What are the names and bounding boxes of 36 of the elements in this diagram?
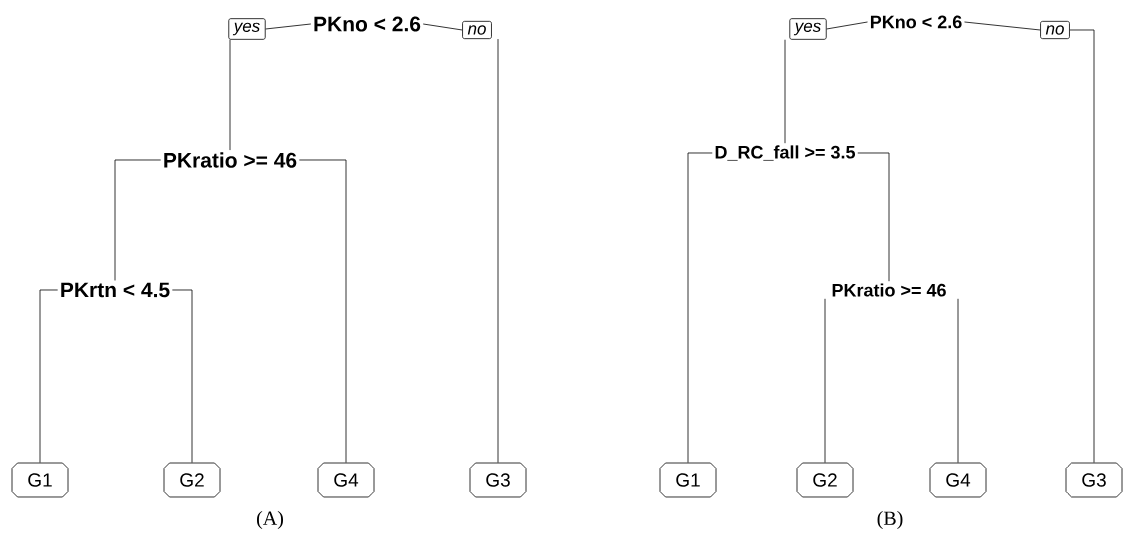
leaf-node: G4 xyxy=(929,462,987,498)
branch-line xyxy=(687,152,713,463)
branch-line xyxy=(957,298,959,463)
branch-line xyxy=(826,21,868,30)
split-label: PKratio >= 46 xyxy=(832,283,946,297)
panel-caption: (A) xyxy=(257,510,283,530)
branch-line xyxy=(39,289,59,463)
branch-box: yes xyxy=(789,18,827,40)
split-label: D_RC_fall >= 3.5 xyxy=(715,145,856,161)
leaf-node: G1 xyxy=(11,462,69,498)
leaf-node: G2 xyxy=(163,462,221,498)
leaf-node: G3 xyxy=(469,462,527,498)
leaf-node: G1 xyxy=(659,462,717,498)
branch-line xyxy=(824,298,826,463)
branch-box: no xyxy=(462,20,492,40)
split-label: PKratio >= 46 xyxy=(164,152,297,168)
leaf-node: G3 xyxy=(1065,462,1123,498)
leaf-node: G4 xyxy=(317,462,375,498)
branch-line xyxy=(964,21,1041,31)
branch-box: yes xyxy=(228,18,266,40)
branch-line xyxy=(857,152,890,282)
leaf-node: G2 xyxy=(796,462,854,498)
branch-line xyxy=(497,38,499,463)
split-label: PKrtn < 4.5 xyxy=(61,282,170,298)
branch-line xyxy=(114,159,162,281)
branch-line xyxy=(229,39,231,151)
branch-line xyxy=(1069,29,1095,463)
panel-caption: (B) xyxy=(877,510,903,530)
branch-line xyxy=(784,39,786,144)
branch-box: no xyxy=(1040,20,1070,40)
split-label: PKno < 2.6 xyxy=(314,16,421,32)
branch-line xyxy=(171,289,193,463)
branch-line xyxy=(422,23,463,31)
branch-line xyxy=(265,23,312,30)
branch-line xyxy=(298,159,347,463)
split-label: PKno < 2.6 xyxy=(870,15,962,29)
